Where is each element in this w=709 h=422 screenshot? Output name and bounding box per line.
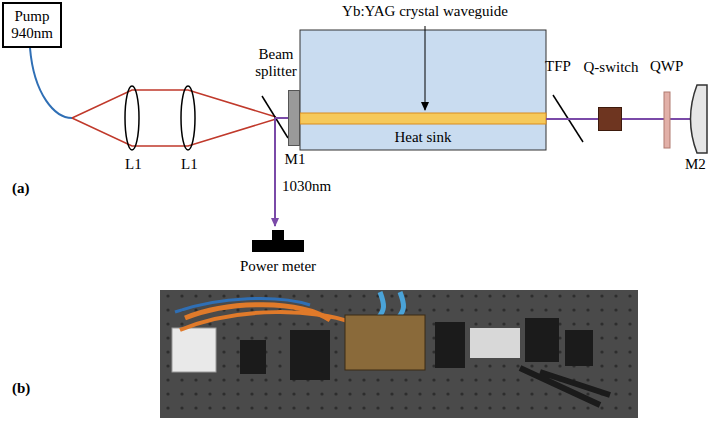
pump-source-box: Pump 940nm — [2, 2, 62, 48]
lens — [181, 86, 195, 150]
power-meter-symbol — [252, 228, 304, 252]
output-beam — [274, 118, 276, 226]
part-name: Beam splitter — [250, 46, 302, 81]
pointer-arrow — [425, 26, 426, 110]
node-label: Pump 940nm — [8, 8, 56, 43]
pump-beam — [72, 90, 276, 146]
waveguide — [300, 113, 546, 124]
node-label: Yb:YAG crystal waveguide — [342, 3, 508, 20]
panel-label: (a) — [12, 180, 30, 197]
q-switch-box: Q-switch — [598, 107, 622, 131]
laser-beam — [275, 117, 288, 119]
lens — [125, 86, 139, 150]
heat-sink-body — [300, 30, 546, 150]
heat-sink-block: Yb:YAG crystal waveguideHeat sink — [300, 30, 546, 150]
part-name: L1 — [125, 156, 142, 173]
laser-beam — [622, 118, 697, 120]
input-mirror: M1 — [288, 90, 300, 146]
pump-fiber — [30, 48, 72, 118]
part-name: M2 — [685, 156, 706, 173]
part-name: TFP — [545, 58, 571, 75]
power-meter: Power meter — [252, 228, 304, 252]
part-name: QWP — [650, 58, 683, 75]
panel-label: (b) — [12, 380, 30, 397]
part-name: L1 — [181, 156, 198, 173]
node-label: Q-switch — [584, 59, 639, 76]
curved-mirror — [691, 85, 708, 153]
node-label: M1 — [285, 151, 306, 168]
wavelength-label: 1030nm — [282, 178, 331, 195]
laser-beam — [546, 118, 598, 120]
node-label: Power meter — [240, 258, 316, 275]
setup-photo — [160, 290, 638, 418]
node-caption: Heat sink — [394, 129, 451, 146]
quarter-wave-plate — [664, 92, 670, 148]
